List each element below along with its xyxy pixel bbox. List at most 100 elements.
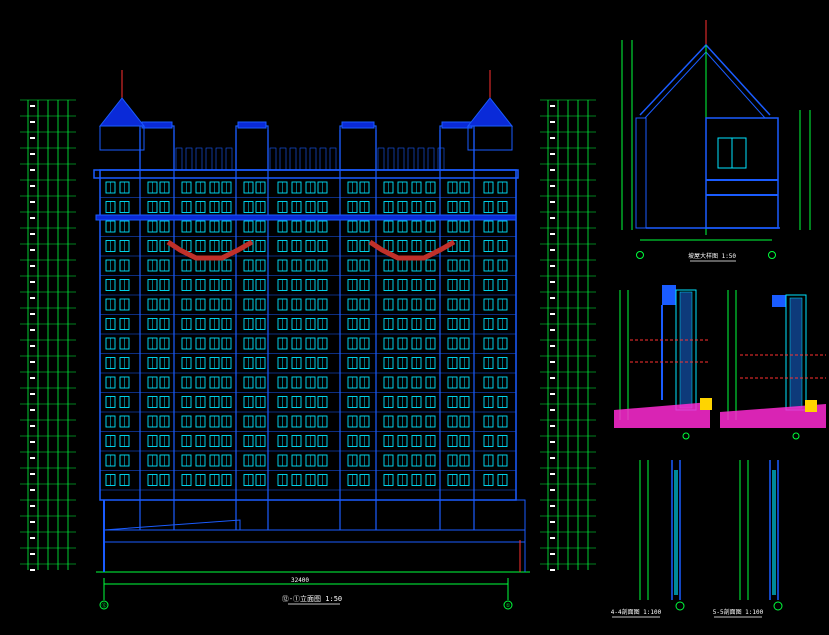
- roof-arch-window: [279, 147, 287, 171]
- left-strip-tick-mark: [30, 521, 35, 523]
- left-strip-tick-mark: [30, 553, 35, 555]
- roof-arch-window: [299, 147, 307, 171]
- parapet: [439, 125, 475, 171]
- left-strip-tick-mark: [30, 297, 35, 299]
- main-elevation: 32400 ⑫ ① ⑫-①立面图 1:50: [93, 70, 530, 610]
- vertical-pilasters: [139, 130, 475, 530]
- parapet-cap: [237, 121, 267, 129]
- parapet-cap: [341, 121, 375, 129]
- left-strip-tick-mark: [30, 217, 35, 219]
- tower-roof-detail: 坡屋大样图 1:50: [621, 20, 811, 262]
- right-level-dimension-strip: [540, 99, 596, 571]
- right-strip-tick-mark: [550, 473, 555, 475]
- right-strip-tick-mark: [550, 505, 555, 507]
- right-strip-tick-mark: [550, 457, 555, 459]
- axis-label-right: ①: [506, 603, 511, 609]
- left-level-dimension-strip: [20, 99, 76, 571]
- floor-bands: [100, 177, 516, 491]
- roof-arch-window: [175, 147, 183, 171]
- section-5-title: 5-5剖面图 1:100: [713, 608, 764, 616]
- right-strip-tick-mark: [550, 201, 555, 203]
- right-strip-tick-mark: [550, 393, 555, 395]
- roof-arch-window: [329, 147, 337, 171]
- right-strip-tick-mark: [550, 233, 555, 235]
- soil-fill-right: [720, 404, 826, 428]
- roof-arch-window: [377, 147, 385, 171]
- left-strip-tick-mark: [30, 489, 35, 491]
- right-strip-tick-mark: [550, 553, 555, 555]
- left-strip-tick-mark: [30, 569, 35, 571]
- right-strip-tick-mark: [550, 185, 555, 187]
- podium-slope: [103, 519, 241, 531]
- left-strip-tick-mark: [30, 441, 35, 443]
- roof-arch-window: [427, 147, 435, 171]
- right-strip-tick-mark: [550, 265, 555, 267]
- left-strip-tick-mark: [30, 409, 35, 411]
- right-strip-tick-mark: [550, 105, 555, 107]
- width-dimension-value: 32400: [291, 577, 309, 584]
- axis-bubble-right: [503, 600, 513, 610]
- right-strip-tick-mark: [550, 361, 555, 363]
- right-strip-tick-mark: [550, 169, 555, 171]
- left-strip-tick-mark: [30, 137, 35, 139]
- roof-arch-window: [195, 147, 203, 171]
- balcony-ornament-left: [166, 239, 254, 261]
- left-strip-tick-mark: [30, 345, 35, 347]
- right-strip-tick-mark: [550, 377, 555, 379]
- left-strip-tick-mark: [30, 233, 35, 235]
- left-strip-tick-mark: [30, 537, 35, 539]
- right-strip-tick-mark: [550, 217, 555, 219]
- roof-arch-window: [289, 147, 297, 171]
- right-dome: [466, 70, 514, 151]
- left-strip-tick-mark: [30, 281, 35, 283]
- axis-label-left: ⑫: [101, 602, 106, 609]
- left-strip-tick-mark: [30, 425, 35, 427]
- right-strip-tick-mark: [550, 249, 555, 251]
- upper-cornice: [95, 214, 517, 221]
- roof-arch-window: [225, 147, 233, 171]
- left-strip-tick-mark: [30, 265, 35, 267]
- roof-arch-window: [397, 147, 405, 171]
- right-strip-tick-mark: [550, 569, 555, 571]
- roof-arch-window: [269, 147, 277, 171]
- right-strip-tick-mark: [550, 281, 555, 283]
- left-strip-tick-mark: [30, 457, 35, 459]
- roof-arch-window: [205, 147, 213, 171]
- left-strip-tick-mark: [30, 313, 35, 315]
- axis-bubble-left: [99, 600, 109, 610]
- cornice: [93, 169, 519, 179]
- right-strip-tick-mark: [550, 537, 555, 539]
- left-strip-tick-mark: [30, 361, 35, 363]
- left-strip-tick-mark: [30, 105, 35, 107]
- left-strip-tick-mark: [30, 121, 35, 123]
- parapet: [235, 125, 269, 171]
- left-dome: [98, 70, 146, 151]
- roof-arch-window: [407, 147, 415, 171]
- right-strip-tick-mark: [550, 153, 555, 155]
- left-strip-tick-mark: [30, 473, 35, 475]
- window-grid: [105, 181, 508, 486]
- section-4-title: 4-4剖面图 1:100: [611, 608, 662, 616]
- right-strip-tick-mark: [550, 121, 555, 123]
- right-strip-tick-mark: [550, 425, 555, 427]
- left-strip-tick-mark: [30, 185, 35, 187]
- roof-arch-window: [309, 147, 317, 171]
- roof-arch-window: [387, 147, 395, 171]
- left-strip-tick-mark: [30, 505, 35, 507]
- balcony-ornament-right: [368, 239, 456, 261]
- right-strip-tick-mark: [550, 409, 555, 411]
- left-strip-tick-mark: [30, 249, 35, 251]
- left-strip-tick-mark: [30, 201, 35, 203]
- roof-arch-window: [417, 147, 425, 171]
- section-5-5: 5-5剖面图 1:100: [713, 460, 783, 618]
- roof-arch-window: [437, 147, 445, 171]
- left-strip-tick-mark: [30, 329, 35, 331]
- left-strip-tick-mark: [30, 393, 35, 395]
- right-strip-tick-mark: [550, 489, 555, 491]
- wall-section-details: [614, 285, 826, 440]
- podium-outline: [103, 499, 526, 572]
- parapet: [339, 125, 377, 171]
- right-strip-tick-mark: [550, 313, 555, 315]
- left-strip-tick-mark: [30, 169, 35, 171]
